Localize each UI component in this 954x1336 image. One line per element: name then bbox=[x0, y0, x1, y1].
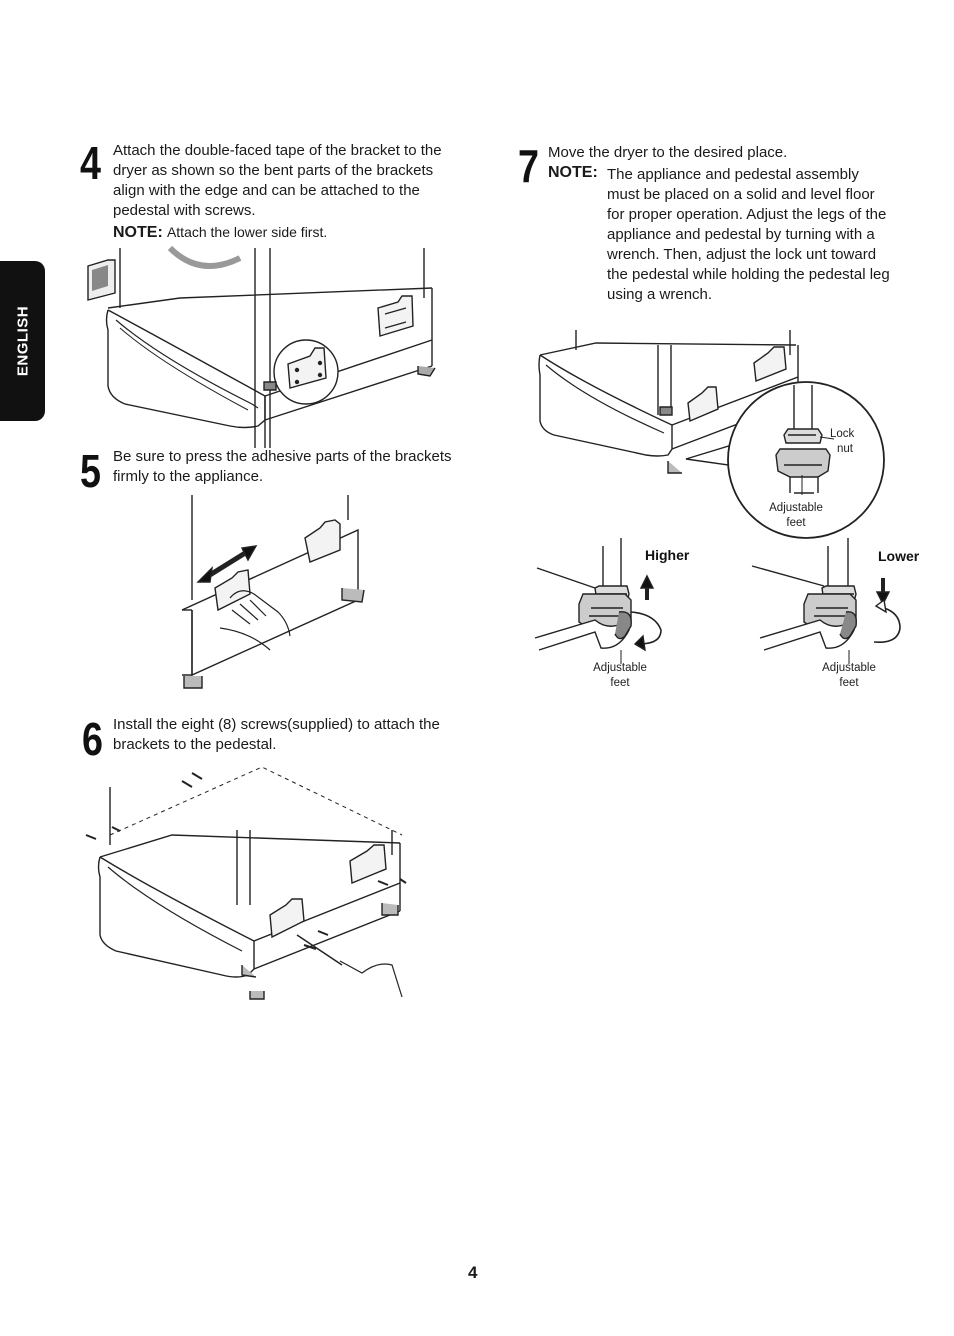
step-7-note-label: NOTE: bbox=[548, 164, 598, 181]
illustration-install-screws bbox=[82, 765, 412, 1005]
step-6-line: brackets to the pedestal. bbox=[113, 736, 277, 753]
illustration-press-bracket bbox=[170, 490, 370, 695]
step-5-number: 5 bbox=[80, 445, 101, 497]
label-line: Adjustable bbox=[769, 502, 823, 514]
higher-label: Higher bbox=[645, 547, 690, 563]
step-4-line: align with the edge and can be attached … bbox=[113, 182, 420, 199]
step-7-note-line: must be placed on a solid and level floo… bbox=[607, 186, 875, 203]
illustration-higher bbox=[535, 538, 675, 663]
step-5-text: Be sure to press the adhesive parts of t… bbox=[113, 447, 452, 487]
step-7-note-line: The appliance and pedestal assembly bbox=[607, 166, 859, 183]
language-tab-label: ENGLISH bbox=[14, 305, 31, 377]
page-number: 4 bbox=[468, 1263, 478, 1282]
lock-nut-label: Lock nut bbox=[830, 427, 854, 457]
label-line: Adjustable bbox=[822, 662, 876, 674]
lower-label: Lower bbox=[878, 548, 920, 564]
label-line: feet bbox=[786, 517, 806, 529]
step-6-number: 6 bbox=[82, 713, 103, 765]
step-4-text: Attach the double-faced tape of the brac… bbox=[113, 141, 442, 243]
label-line: Adjustable bbox=[593, 662, 647, 674]
label-line: feet bbox=[839, 677, 859, 689]
step-4-note-label: NOTE: bbox=[113, 224, 163, 241]
label-line: nut bbox=[837, 443, 853, 455]
label-line: Lock bbox=[830, 428, 855, 440]
step-4-number: 4 bbox=[80, 137, 101, 189]
step-5-line: Be sure to press the adhesive parts of t… bbox=[113, 448, 452, 465]
adjustable-feet-label-higher: Adjustable feet bbox=[588, 661, 652, 691]
adjustable-feet-label-lower: Adjustable feet bbox=[817, 661, 881, 691]
language-tab: ENGLISH bbox=[0, 261, 45, 421]
illustration-adjust-feet bbox=[536, 325, 886, 545]
illustration-lower bbox=[752, 538, 907, 663]
step-4-note-text: Attach the lower side first. bbox=[166, 224, 328, 240]
adjustable-feet-label-callout: Adjustable feet bbox=[764, 501, 828, 531]
illustration-bracket-attach bbox=[80, 248, 460, 448]
step-4-line: Attach the double-faced tape of the brac… bbox=[113, 142, 442, 159]
step-4-line: pedestal with screws. bbox=[113, 202, 256, 219]
step-7-note-line: appliance and pedestal by turning with a bbox=[607, 226, 875, 243]
step-7-note-line: for proper operation. Adjust the legs of… bbox=[607, 206, 887, 223]
label-line: feet bbox=[610, 677, 630, 689]
step-6-line: Install the eight (8) screws(supplied) t… bbox=[113, 716, 440, 733]
step-7-number: 7 bbox=[518, 140, 539, 192]
step-7-note-line: wrench. Then, adjust the lock unt toward bbox=[607, 246, 877, 263]
step-7-note-line: using a wrench. bbox=[607, 286, 713, 303]
step-7-note-text: The appliance and pedestal assembly must… bbox=[607, 165, 890, 305]
step-4-line: dryer as shown so the bent parts of the … bbox=[113, 162, 434, 179]
step-7-note-line: the pedestal while holding the pedestal … bbox=[607, 266, 890, 283]
step-5-line: firmly to the appliance. bbox=[113, 468, 264, 485]
step-7-text: Move the dryer to the desired place. bbox=[548, 144, 788, 161]
step-6-text: Install the eight (8) screws(supplied) t… bbox=[113, 715, 440, 755]
